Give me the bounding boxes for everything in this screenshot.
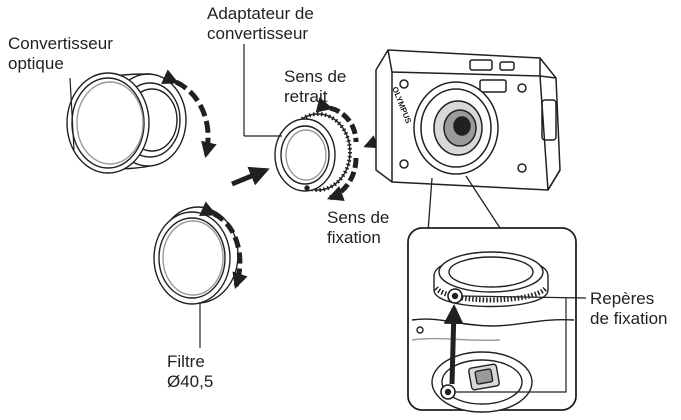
camera-illustration bbox=[375, 49, 561, 191]
callout-line-right bbox=[465, 175, 501, 229]
optical-converter-illustration bbox=[66, 72, 187, 174]
rotation-arrow-converter bbox=[161, 69, 217, 159]
label-filter: Filtre Ø40,5 bbox=[167, 352, 213, 392]
alignment-arrow bbox=[443, 304, 464, 385]
label-mounting-marks: Repères de fixation bbox=[590, 289, 668, 329]
callout-line-left bbox=[427, 177, 433, 233]
label-converter-adapter: Adaptateur de convertisseur bbox=[207, 4, 314, 44]
detail-inset bbox=[407, 227, 577, 413]
label-optical-converter-line2: optique bbox=[8, 54, 64, 73]
label-removal-direction-line1: Sens de bbox=[284, 67, 347, 86]
label-mounting-marks-line2: de fixation bbox=[590, 309, 668, 328]
label-mounting-direction-line2: fixation bbox=[327, 228, 381, 247]
label-filter-line1: Filtre bbox=[167, 352, 205, 371]
mounting-arrow bbox=[327, 157, 359, 201]
label-filter-line2: Ø40,5 bbox=[167, 372, 214, 391]
label-mounting-marks-line1: Repères bbox=[590, 289, 655, 308]
insert-arrow-adapter bbox=[231, 166, 270, 187]
leader-mounting-marks bbox=[455, 295, 587, 393]
leader-optical-converter bbox=[69, 77, 75, 151]
label-mounting-direction: Sens de fixation bbox=[327, 208, 389, 248]
label-converter-adapter-line2: convertisseur bbox=[207, 24, 309, 43]
rotation-arrow-filter bbox=[199, 201, 248, 290]
label-optical-converter-line1: Convertisseur bbox=[8, 34, 113, 53]
removal-arrow bbox=[315, 97, 359, 143]
filter-illustration bbox=[153, 206, 239, 305]
label-mounting-direction-line1: Sens de bbox=[327, 208, 390, 227]
label-converter-adapter-line1: Adaptateur de bbox=[207, 4, 314, 23]
converter-adapter-illustration bbox=[274, 112, 352, 192]
label-optical-converter: Convertisseur optique bbox=[8, 34, 113, 74]
